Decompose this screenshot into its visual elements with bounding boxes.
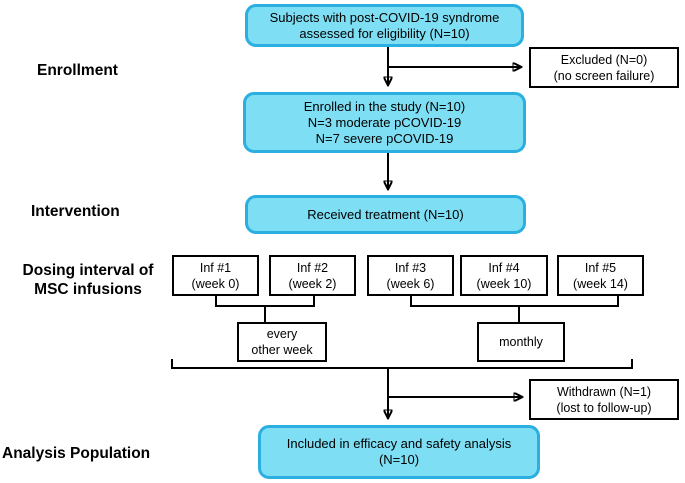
stage-label-enrollment: Enrollment bbox=[37, 62, 118, 79]
node-enrolled: Enrolled in the study (N=10) N=3 moderat… bbox=[243, 92, 526, 153]
node-monthly: monthly bbox=[477, 322, 565, 362]
node-infusion-3: Inf #3 (week 6) bbox=[367, 255, 454, 296]
node-infusion-1: Inf #1 (week 0) bbox=[172, 255, 259, 296]
node-infusion-4: Inf #4 (week 10) bbox=[460, 255, 548, 296]
node-included-analysis: Included in efficacy and safety analysis… bbox=[258, 425, 540, 479]
node-excluded: Excluded (N=0) (no screen failure) bbox=[529, 47, 679, 88]
bracket-inf3-inf5 bbox=[410, 296, 619, 307]
stage-label-dosing-interval: Dosing interval of MSC infusions bbox=[22, 262, 154, 298]
node-infusion-2: Inf #2 (week 2) bbox=[269, 255, 356, 296]
node-subjects-assessed: Subjects with post-COVID-19 syndrome ass… bbox=[245, 4, 524, 47]
bracket-inf1-inf2 bbox=[215, 296, 315, 307]
node-withdrawn: Withdrawn (N=1) (lost to follow-up) bbox=[529, 379, 679, 420]
stage-label-intervention: Intervention bbox=[31, 203, 120, 220]
node-received-treatment: Received treatment (N=10) bbox=[245, 195, 526, 234]
bracket-bottom-wide bbox=[171, 359, 633, 369]
stage-label-analysis-population: Analysis Population bbox=[2, 445, 151, 462]
node-infusion-5: Inf #5 (week 14) bbox=[557, 255, 644, 296]
node-every-other-week: every other week bbox=[237, 322, 327, 362]
